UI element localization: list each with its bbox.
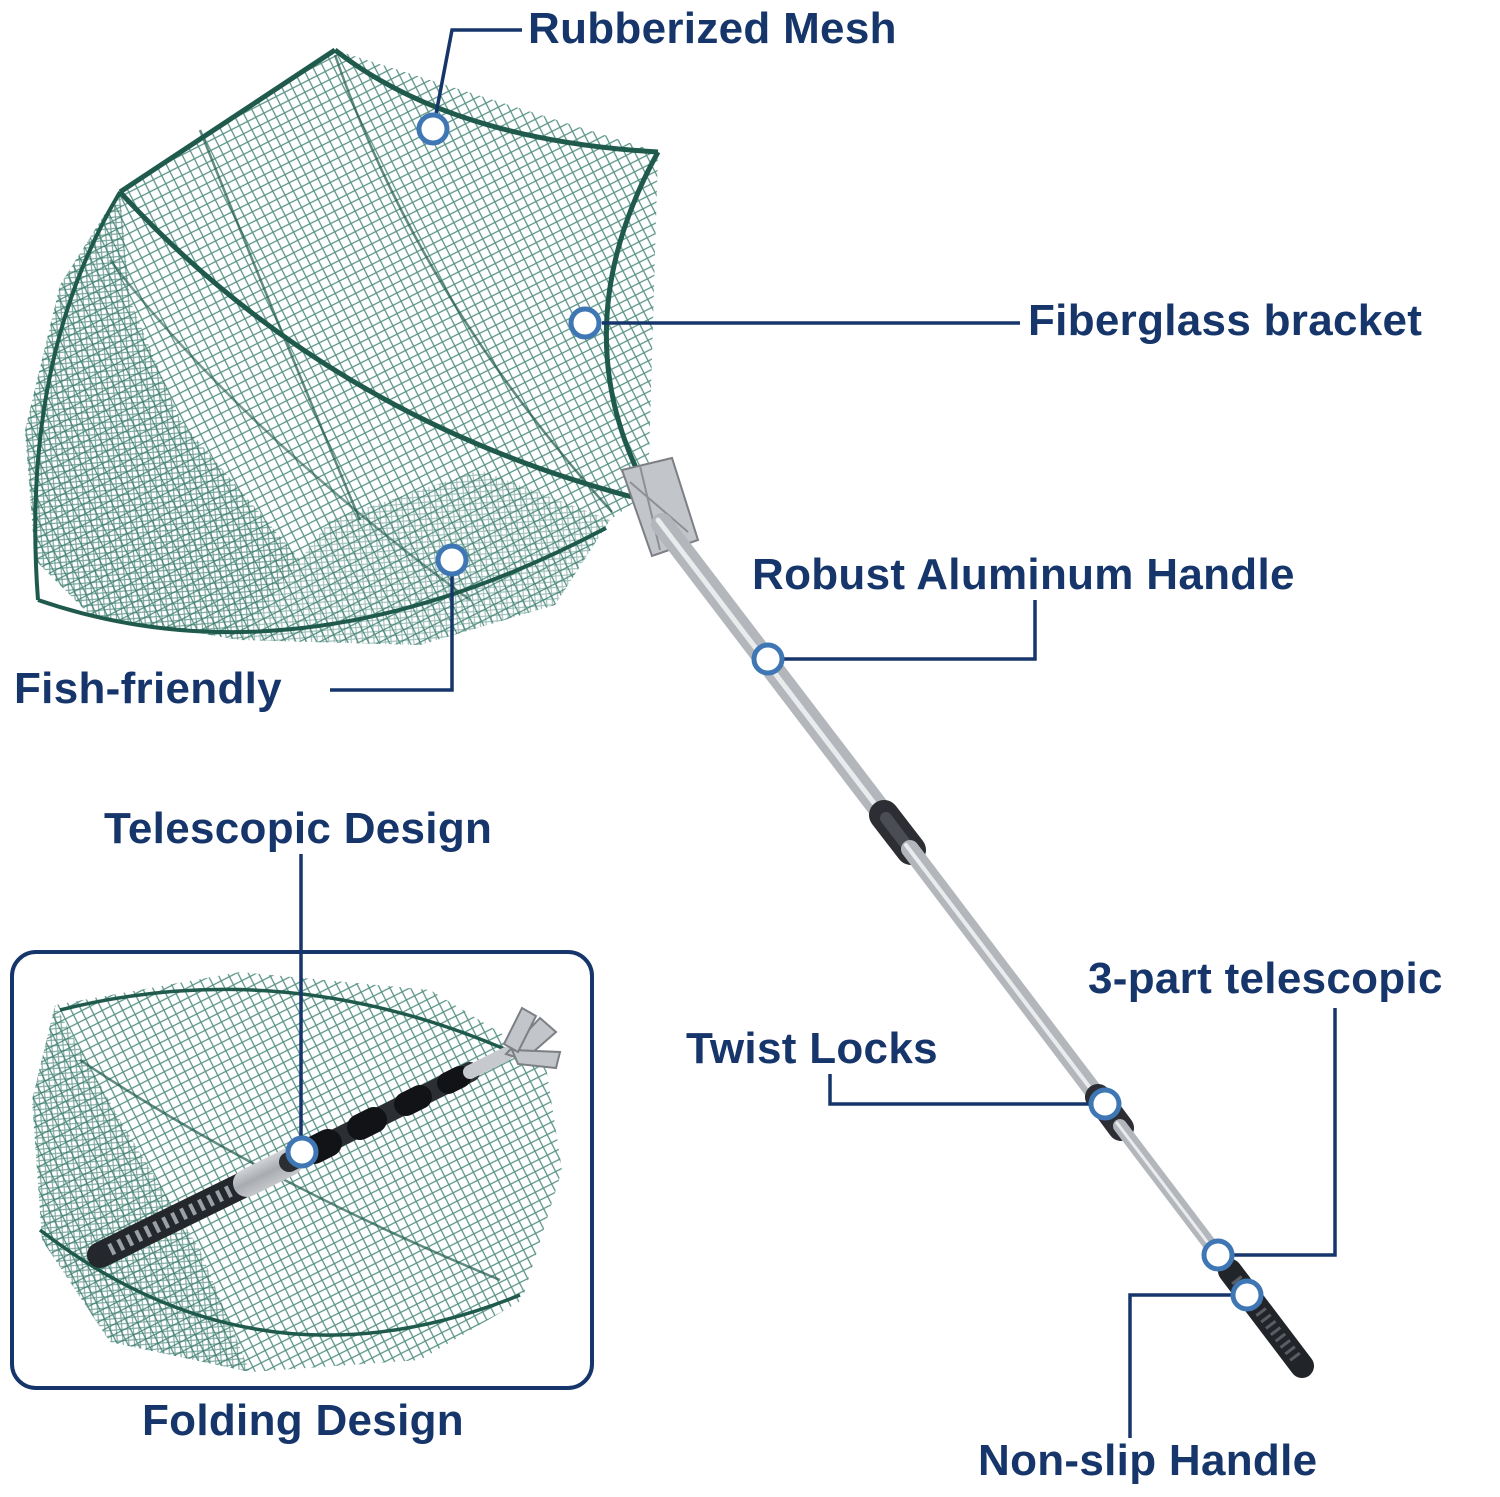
marker-twist-locks	[1088, 1087, 1122, 1121]
leader-twist-locks	[828, 1074, 1089, 1106]
label-telescopic-design: Telescopic Design	[104, 804, 493, 853]
marker-robust-aluminum-handle	[751, 642, 785, 676]
label-non-slip-handle: Non-slip Handle	[978, 1436, 1318, 1485]
leader-robust-aluminum-handle	[784, 600, 1037, 661]
marker-non-slip-handle	[1230, 1278, 1264, 1312]
label-fiberglass-bracket: Fiberglass bracket	[1028, 296, 1423, 345]
marker-telescopic-design	[285, 1135, 319, 1169]
marker-fish-friendly	[435, 543, 469, 577]
net-frame	[33, 47, 661, 635]
leader-lines	[299, 28, 1337, 1438]
label-twist-locks: Twist Locks	[686, 1024, 938, 1073]
leader-three-part-telescopic	[1234, 1008, 1337, 1257]
marker-rubberized-mesh	[416, 112, 450, 146]
label-folding-design: Folding Design	[142, 1396, 464, 1445]
telescopic-pole	[651, 513, 1314, 1378]
net-mesh-shading-2	[240, 470, 610, 645]
folded-bracket	[502, 1006, 562, 1070]
leader-rubberized-mesh	[434, 28, 522, 115]
net-bag	[25, 47, 661, 645]
folded-pole	[87, 1047, 513, 1268]
leader-non-slip-handle	[1128, 1293, 1231, 1438]
folded-net-shading	[32, 1005, 250, 1372]
folding-design-inset	[10, 950, 594, 1390]
callout-markers	[285, 112, 1264, 1312]
marker-three-part-telescopic	[1201, 1238, 1235, 1272]
label-robust-aluminum-handle: Robust Aluminum Handle	[752, 550, 1295, 599]
marker-fiberglass-bracket	[568, 306, 602, 340]
label-three-part-telescopic: 3-part telescopic	[1088, 954, 1443, 1003]
leader-fish-friendly	[330, 576, 454, 692]
label-fish-friendly: Fish-friendly	[14, 664, 282, 713]
label-rubberized-mesh: Rubberized Mesh	[528, 4, 897, 53]
net-mesh-shading	[25, 190, 300, 640]
